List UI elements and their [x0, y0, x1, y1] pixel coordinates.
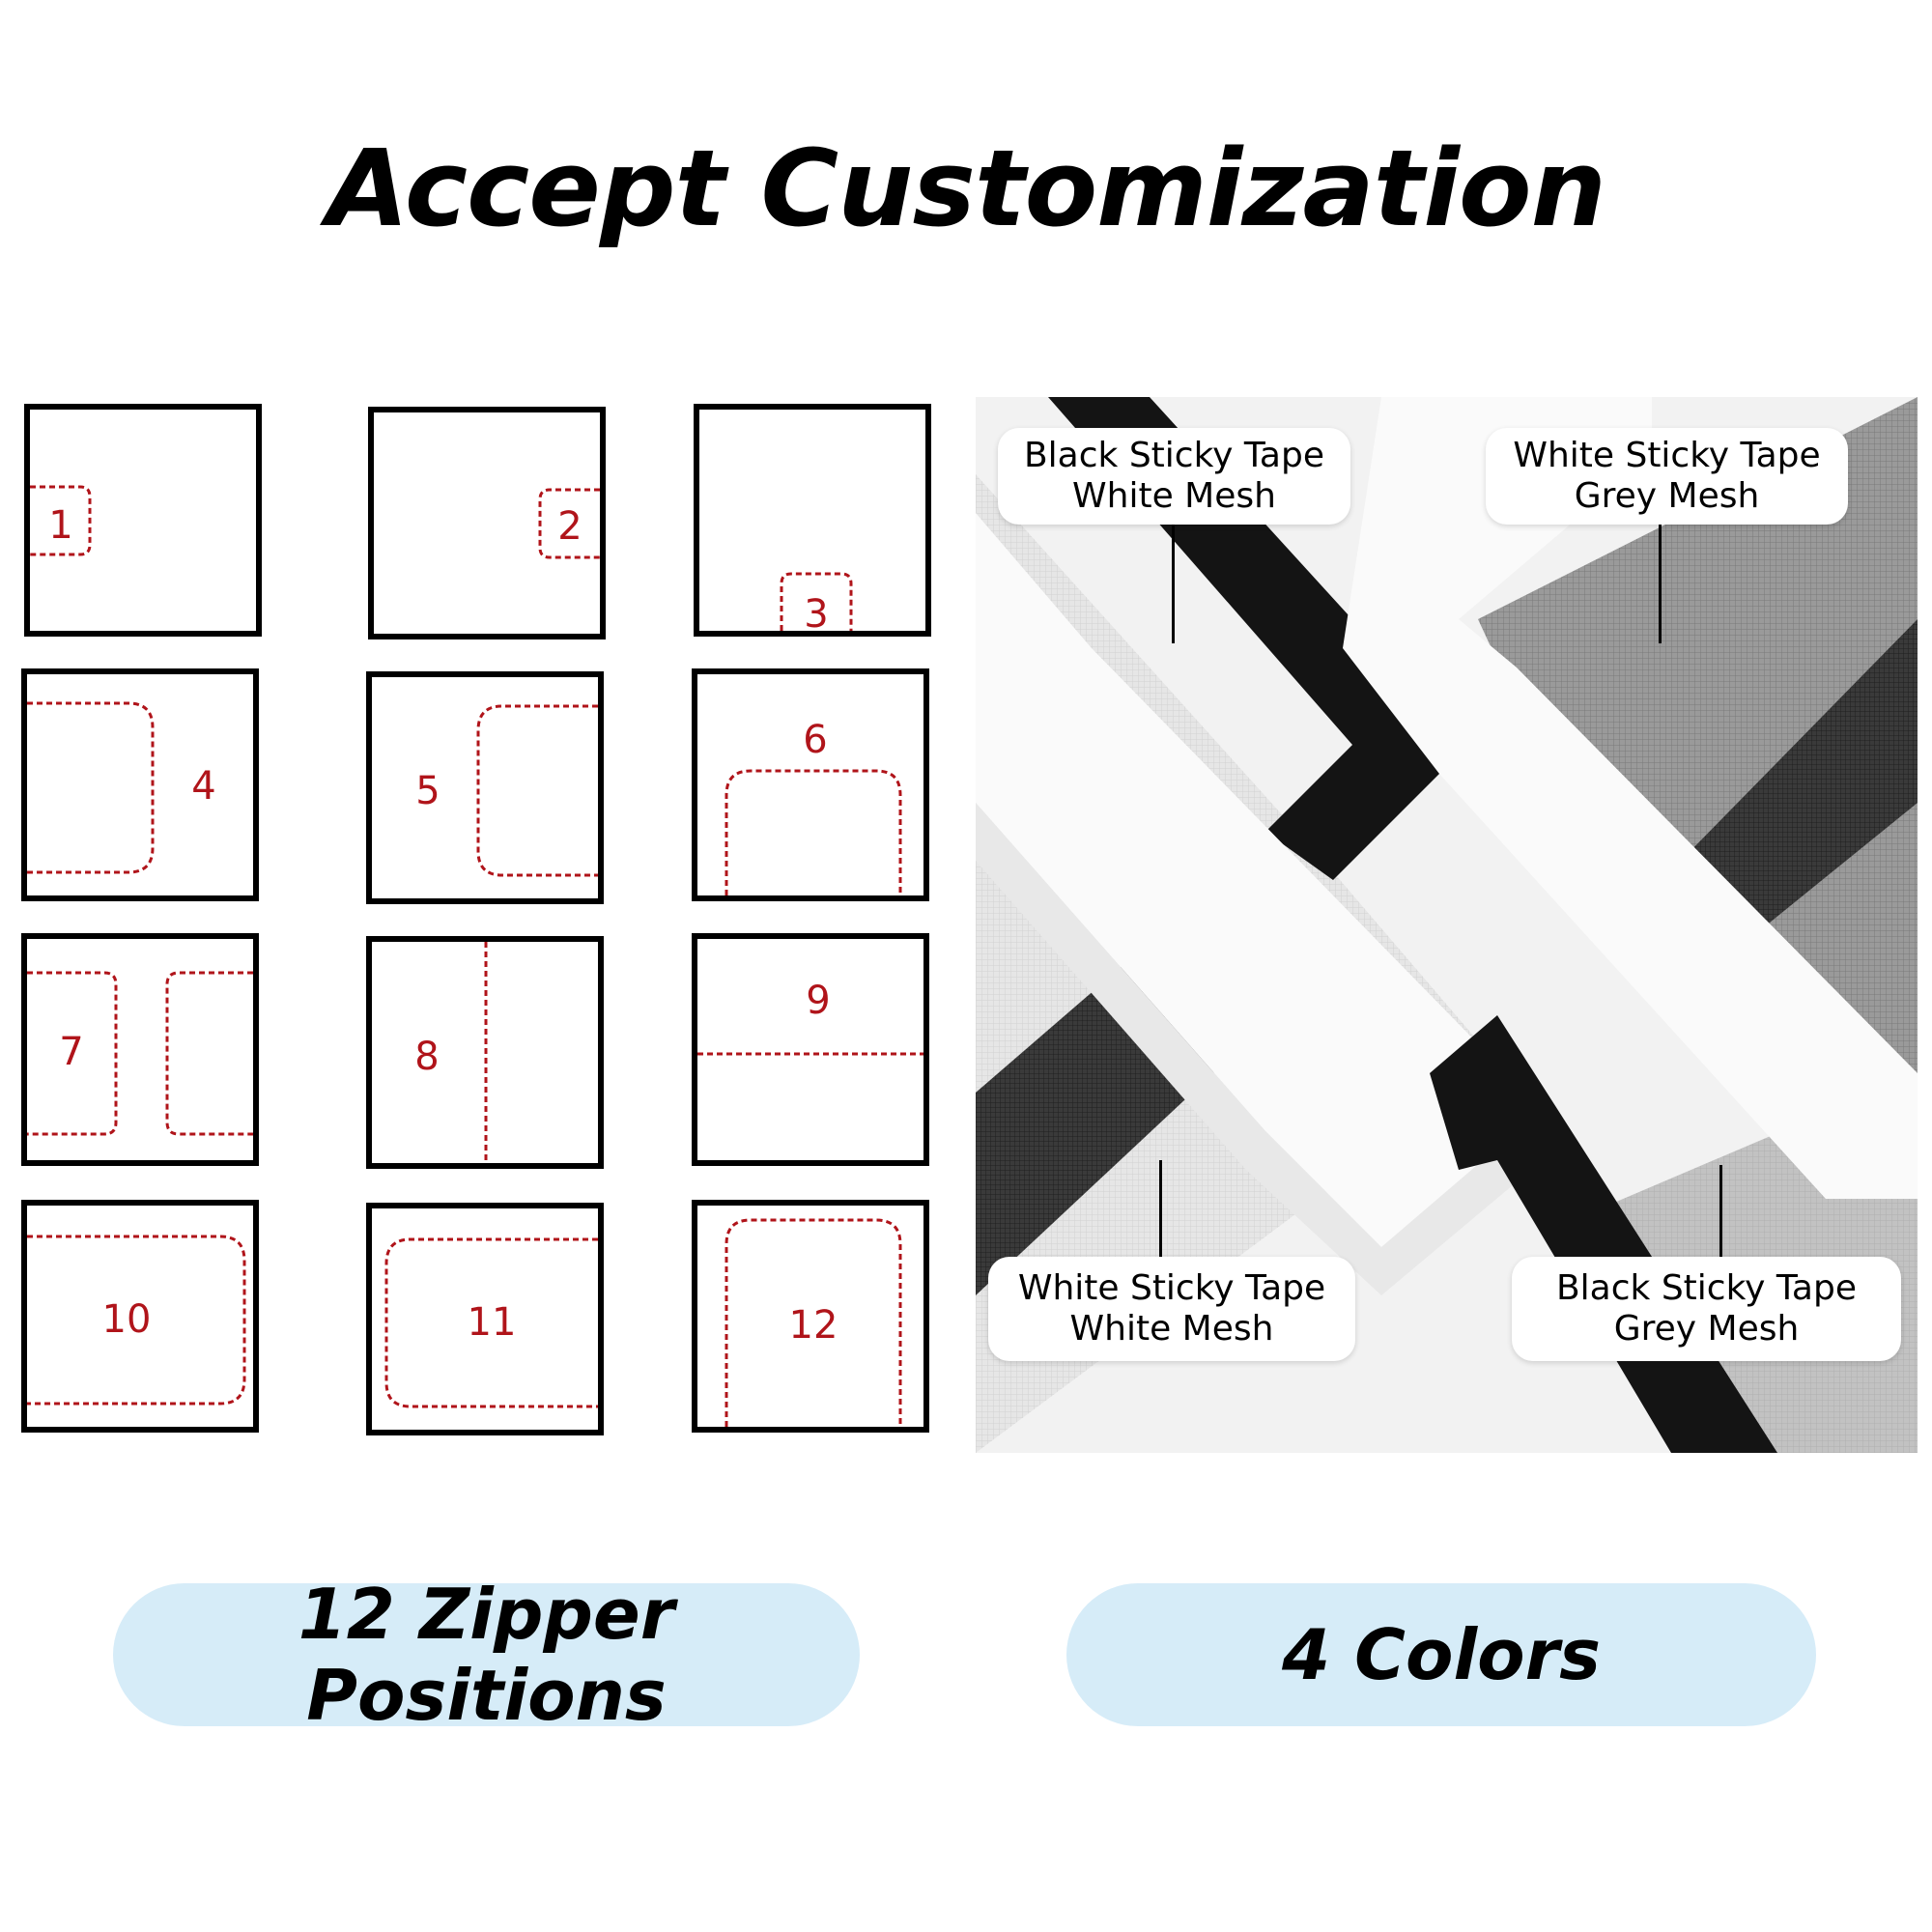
- zipper-diagram-7: 7: [21, 933, 259, 1166]
- zipper-diagram-1: 1: [24, 404, 262, 637]
- zipper-number: 10: [101, 1297, 152, 1342]
- zipper-number: 1: [48, 503, 73, 548]
- tape-label: White Sticky Tape: [1513, 436, 1821, 475]
- mesh-label: White Mesh: [1069, 1309, 1274, 1349]
- zipper-diagram-4: 4: [21, 668, 259, 901]
- colors-badge: 4 Colors: [1066, 1583, 1816, 1726]
- zipper-diagram-11: 11: [366, 1203, 604, 1435]
- leader-line: [1659, 523, 1662, 643]
- dark-mesh-stripe: [1681, 619, 1918, 948]
- page-title: Accept Customization: [327, 127, 1606, 250]
- zipper-number: 3: [804, 592, 829, 637]
- zipper-outline: [484, 942, 488, 1163]
- zipper-diagram-5: 5: [366, 671, 604, 904]
- black-tape: [1048, 397, 1449, 880]
- zipper-diagram-6: 6: [692, 668, 929, 901]
- color-label-white-tape-white-mesh: White Sticky Tape White Mesh: [988, 1257, 1355, 1361]
- zipper-outline: [30, 485, 92, 556]
- zipper-diagram-8: 8: [366, 936, 604, 1169]
- zipper-outline: [27, 1235, 246, 1406]
- grey-mesh-area: [1478, 397, 1918, 1093]
- mesh-label: White Mesh: [1072, 476, 1276, 516]
- color-label-black-tape-white-mesh: Black Sticky Tape White Mesh: [998, 428, 1350, 525]
- tape-label: Black Sticky Tape: [1555, 1268, 1857, 1308]
- mesh-label: Grey Mesh: [1613, 1309, 1800, 1349]
- color-options-photo: Black Sticky Tape White Mesh White Stick…: [976, 397, 1918, 1453]
- zipper-outline: [476, 704, 598, 877]
- leader-line: [1172, 523, 1175, 643]
- zipper-outline: [724, 1218, 902, 1427]
- white-tape: [1343, 397, 1918, 1199]
- zipper-diagram-10: 10: [21, 1200, 259, 1433]
- zipper-outline: [780, 572, 853, 631]
- zipper-diagram-2: 2: [368, 407, 606, 639]
- zipper-number: 2: [557, 504, 582, 549]
- leader-line: [1159, 1160, 1162, 1257]
- zipper-outline: [384, 1237, 598, 1408]
- zipper-outline: [27, 701, 155, 874]
- zipper-outline: [538, 488, 600, 559]
- zipper-number: 7: [59, 1030, 84, 1074]
- zipper-number: 11: [467, 1300, 517, 1345]
- mesh-label: Grey Mesh: [1574, 476, 1760, 516]
- tape-label: Black Sticky Tape: [1023, 436, 1324, 475]
- zipper-number: 4: [191, 764, 216, 809]
- tape-label: White Sticky Tape: [1017, 1268, 1326, 1308]
- leader-line: [1719, 1165, 1722, 1262]
- zipper-diagram-9: 9: [692, 933, 929, 1166]
- color-label-white-tape-grey-mesh: White Sticky Tape Grey Mesh: [1486, 428, 1848, 525]
- zipper-outline: [27, 971, 253, 1136]
- zipper-diagram-3: 3: [694, 404, 931, 637]
- white-tape: [976, 513, 1517, 1247]
- zipper-number: 5: [415, 769, 440, 813]
- zipper-diagram-12: 12: [692, 1200, 929, 1433]
- zipper-outline: [724, 769, 902, 895]
- zipper-number: 8: [414, 1035, 440, 1079]
- zipper-number: 6: [803, 718, 828, 762]
- zipper-number: 9: [806, 979, 831, 1023]
- zipper-number: 12: [788, 1303, 838, 1348]
- zipper-positions-badge: 12 Zipper Positions: [113, 1574, 860, 1736]
- color-label-black-tape-grey-mesh: Black Sticky Tape Grey Mesh: [1512, 1257, 1901, 1361]
- zipper-outline: [697, 1052, 923, 1056]
